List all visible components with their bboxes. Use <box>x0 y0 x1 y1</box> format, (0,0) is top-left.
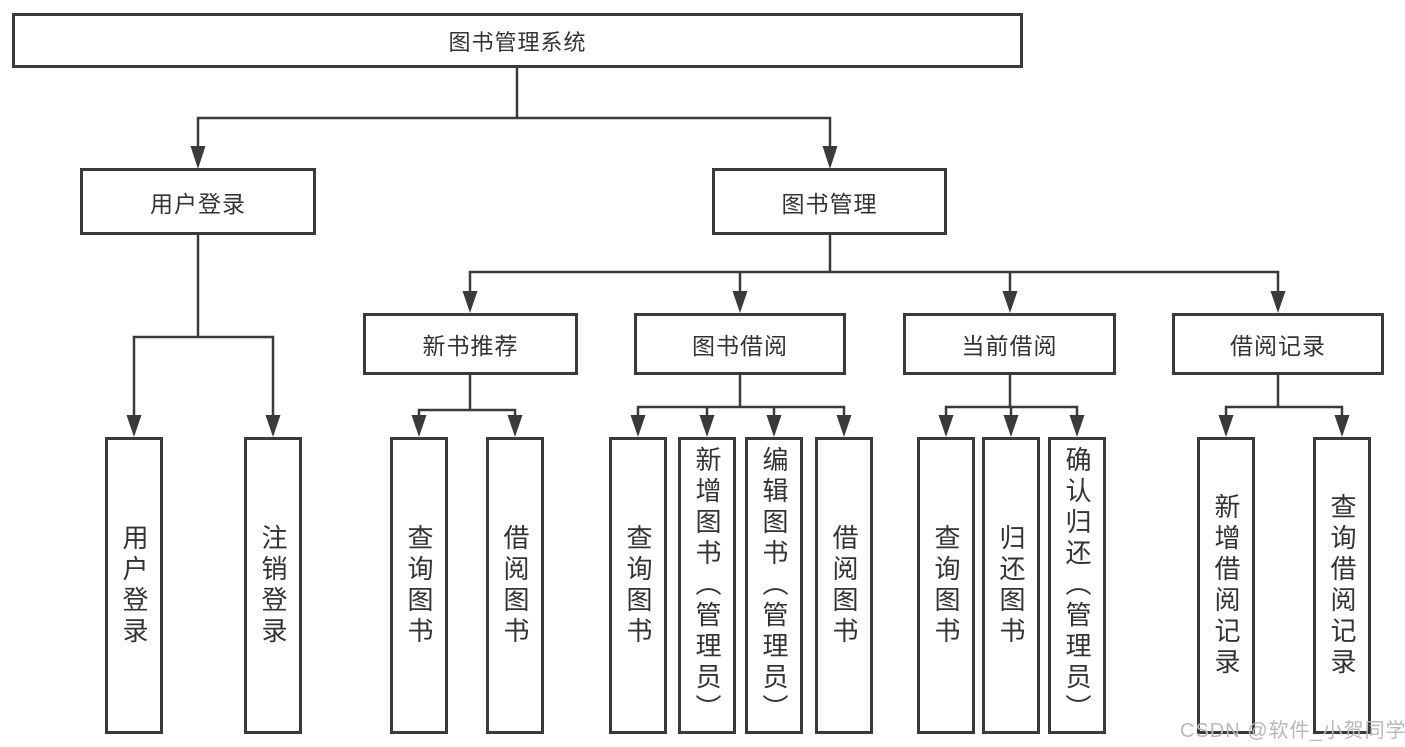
node-label: 用户登录 <box>150 190 246 217</box>
leaf-confirm-return-admin: 确认归还（管理员） <box>1048 437 1106 734</box>
leaf-user-login: 用户登录 <box>105 437 163 734</box>
leaf-borrow-books: 借阅图书 <box>815 437 873 734</box>
leaf-query-books-current: 查询图书 <box>917 437 975 734</box>
node-label: 借阅记录 <box>1230 333 1326 359</box>
leaf-label: 查询图书 <box>623 523 653 648</box>
node-book-borrowing: 图书借阅 <box>634 313 846 375</box>
leaf-label: 新增图书（管理员） <box>692 446 722 725</box>
connector-book-management <box>462 233 1286 313</box>
node-library-management-system: 图书管理系统 <box>12 13 1023 68</box>
connector-book-borrowing <box>630 373 852 437</box>
node-borrowing-records: 借阅记录 <box>1172 313 1384 375</box>
leaf-borrow-books-recommend: 借阅图书 <box>486 437 544 734</box>
connector-current-borrowing <box>938 373 1085 437</box>
leaf-edit-book-admin: 编辑图书（管理员） <box>745 437 803 734</box>
leaf-label: 查询借阅记录 <box>1327 492 1357 679</box>
csdn-watermark: CSDN @软件_小贺同学 <box>1180 720 1405 742</box>
connector-user-login <box>126 233 281 437</box>
node-book-management: 图书管理 <box>712 168 947 235</box>
node-label: 图书借阅 <box>692 333 788 359</box>
leaf-query-books-recommend: 查询图书 <box>390 437 448 734</box>
leaf-return-books: 归还图书 <box>982 437 1040 734</box>
leaf-label: 注销登录 <box>258 523 288 648</box>
leaf-label: 编辑图书（管理员） <box>759 446 789 725</box>
leaf-logout: 注销登录 <box>244 437 302 734</box>
leaf-add-book-admin: 新增图书（管理员） <box>678 437 736 734</box>
leaf-add-borrow-record: 新增借阅记录 <box>1197 437 1255 734</box>
node-user-login-group: 用户登录 <box>80 168 316 235</box>
node-label: 图书管理 <box>781 190 878 217</box>
node-label: 当前借阅 <box>961 333 1058 359</box>
leaf-query-books-borrow: 查询图书 <box>609 437 667 734</box>
leaf-label: 借阅图书 <box>829 523 859 648</box>
leaf-label: 查询图书 <box>404 523 434 648</box>
leaf-label: 用户登录 <box>119 523 149 648</box>
node-new-book-recommendation: 新书推荐 <box>363 313 578 375</box>
leaf-label: 借阅图书 <box>500 523 530 648</box>
leaf-query-borrow-record: 查询借阅记录 <box>1313 437 1371 734</box>
leaf-label: 确认归还（管理员） <box>1062 446 1092 725</box>
node-label: 新书推荐 <box>422 333 519 359</box>
connector-borrowing-records <box>1218 373 1350 437</box>
leaf-label: 查询图书 <box>931 523 961 648</box>
leaf-label: 归还图书 <box>996 523 1026 648</box>
connector-new-book-recommendation <box>411 373 523 437</box>
node-label: 图书管理系统 <box>448 29 587 55</box>
leaf-label: 新增借阅记录 <box>1211 492 1241 679</box>
node-current-borrowing: 当前借阅 <box>903 313 1116 375</box>
connector-root <box>190 66 838 169</box>
